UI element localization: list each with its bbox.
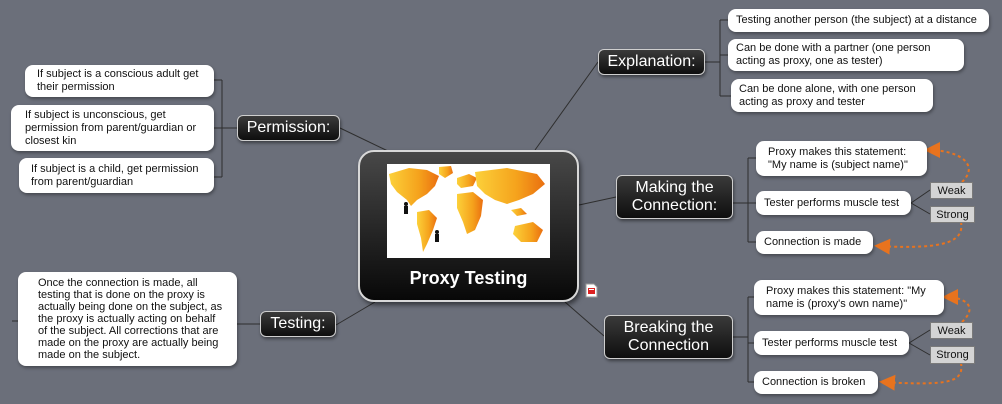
breaking-weak-tag[interactable]: Weak xyxy=(930,322,973,339)
breaking-muscle-test[interactable]: Tester performs muscle test xyxy=(754,331,909,355)
explanation-item[interactable]: Can be done alone, with one person actin… xyxy=(731,79,933,112)
world-map-image xyxy=(387,164,550,258)
permission-item[interactable]: If subject is unconscious, get permissio… xyxy=(11,105,214,151)
explanation-item[interactable]: Testing another person (the subject) at … xyxy=(728,9,989,32)
testing-note[interactable]: Once the connection is made, all testing… xyxy=(18,272,237,366)
breaking-strong-tag[interactable]: Strong xyxy=(930,346,975,364)
permission-item[interactable]: If subject is a child, get permission fr… xyxy=(19,158,214,193)
making-statement[interactable]: Proxy makes this statement: "My name is … xyxy=(756,141,927,176)
making-muscle-test[interactable]: Tester performs muscle test xyxy=(756,191,911,215)
making-connection-made[interactable]: Connection is made xyxy=(756,231,873,254)
topic-breaking-connection[interactable]: Breaking the Connection xyxy=(604,315,733,359)
note-icon[interactable] xyxy=(585,283,598,298)
breaking-connection-broken[interactable]: Connection is broken xyxy=(754,371,878,394)
permission-item[interactable]: If subject is a conscious adult get thei… xyxy=(25,65,214,97)
making-strong-tag[interactable]: Strong xyxy=(930,206,975,223)
making-weak-tag[interactable]: Weak xyxy=(930,182,973,199)
topic-making-connection[interactable]: Making the Connection: xyxy=(616,175,733,219)
topic-explanation[interactable]: Explanation: xyxy=(598,49,705,75)
central-topic-title: Proxy Testing xyxy=(409,268,528,288)
breaking-statement[interactable]: Proxy makes this statement: "My name is … xyxy=(754,280,944,315)
topic-testing[interactable]: Testing: xyxy=(260,311,336,337)
central-topic[interactable]: Proxy Testing xyxy=(358,150,579,302)
topic-permission[interactable]: Permission: xyxy=(237,115,340,141)
explanation-item[interactable]: Can be done with a partner (one person a… xyxy=(728,39,964,71)
